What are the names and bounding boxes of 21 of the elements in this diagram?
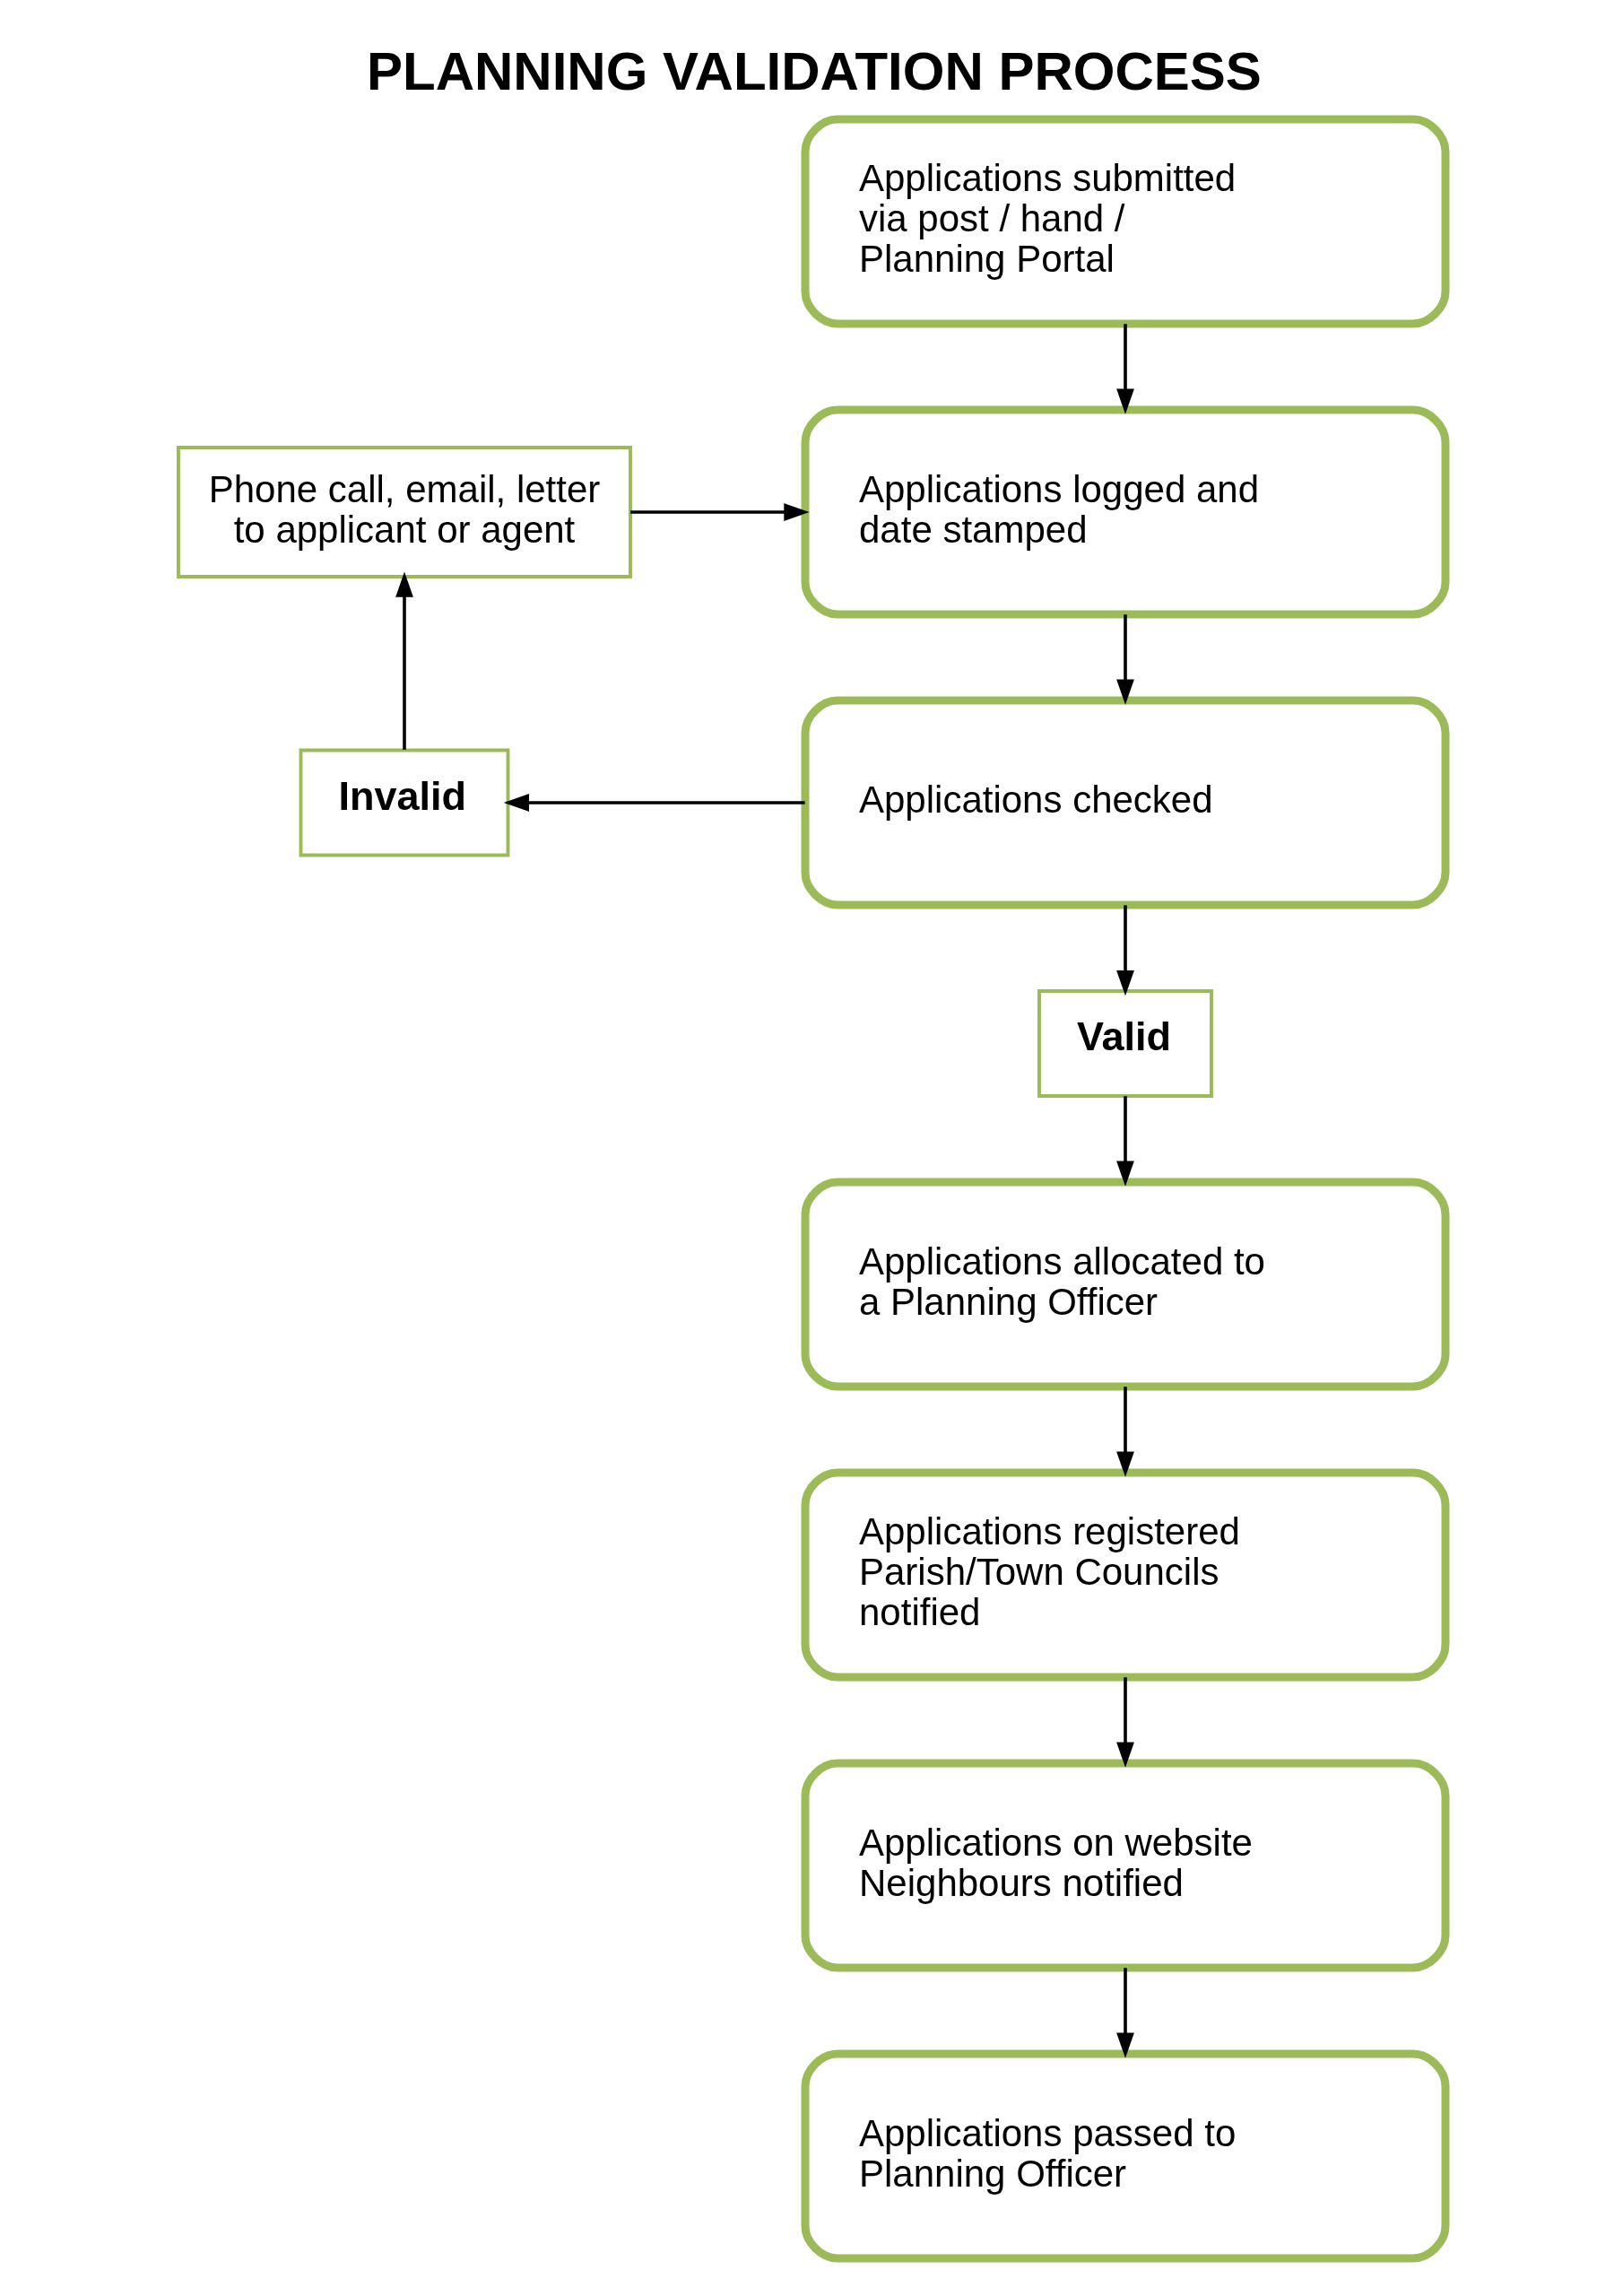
arrow [629,502,810,521]
arrow [1115,1676,1134,1768]
diagram-title: PLANNING VALIDATION PROCESS [366,40,1262,101]
arrow [1115,613,1134,705]
arrow [395,571,413,750]
node-box: Applications submitted via post / hand / Planning Portal [801,115,1449,327]
node-box: Applications checked [801,696,1449,909]
arrow [1115,1095,1134,1187]
node-box: Applications registered Parish/Town Councils notified [801,1468,1449,1681]
arrow [503,793,805,812]
node-box: Applications allocated to a Planning Officer [801,1178,1449,1390]
node-box: Applications on website Neighbours notified [801,1759,1449,1971]
arrow [1115,323,1134,414]
node-box: Invalid [299,748,509,857]
arrow [1115,904,1134,996]
node-box: Applications passed to Planning Officer [801,2049,1449,2262]
node-box: Phone call, email, letter to applicant or agent [176,445,632,578]
arrow [1115,1386,1134,1477]
node-box: Valid [1037,988,1213,1098]
node-box: Applications logged and date stamped [801,405,1449,618]
arrow [1115,1967,1134,2058]
